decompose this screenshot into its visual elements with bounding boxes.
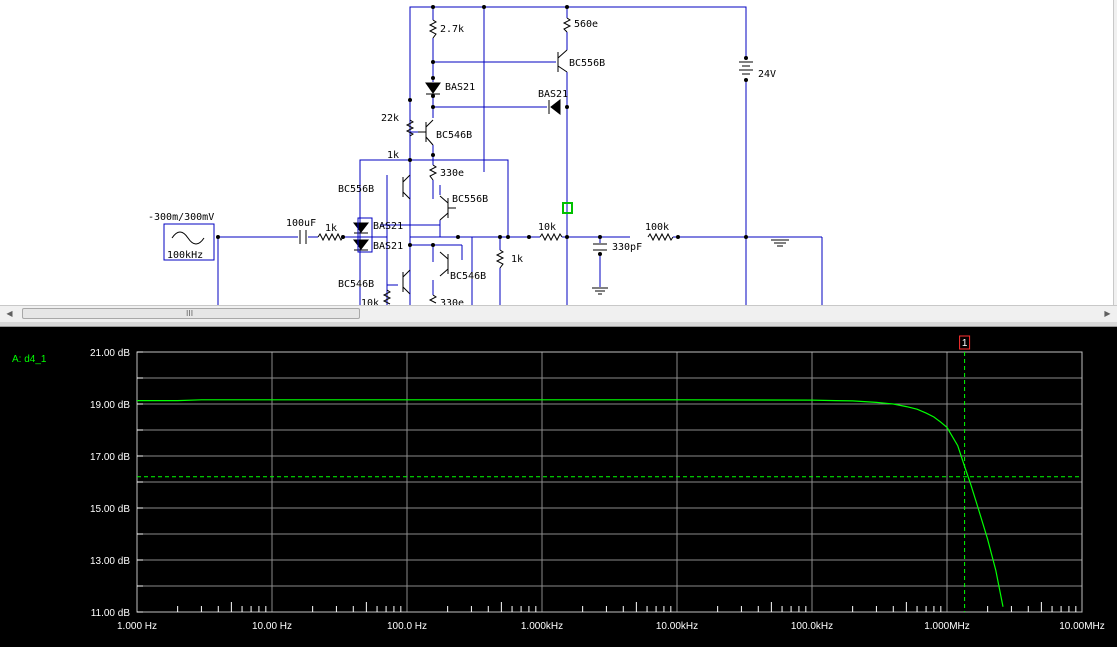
pane-splitter[interactable] <box>0 322 1117 327</box>
scrollbar-thumb[interactable]: III <box>22 308 360 319</box>
r-100k-label: 100k <box>645 222 669 233</box>
plot-grid <box>136 351 1083 613</box>
r-330e-top-label: 330e <box>440 168 464 179</box>
y-tick-label: 19.00 dB <box>90 400 130 411</box>
r-22k-label: 22k <box>381 113 399 124</box>
source-amplitude-label: -300m/300mV <box>148 212 214 223</box>
r-330e-bottom-label: 330e <box>440 298 464 305</box>
x-axis-labels: 1.000 Hz 10.00 Hz 100.0 Hz 1.000kHz 10.00kHz… <box>117 621 1105 632</box>
d-bas21-a-label: BAS21 <box>445 82 475 93</box>
y-tick-label: 13.00 dB <box>90 556 130 567</box>
probe-marker[interactable] <box>562 202 573 214</box>
x-tick-label: 1.000MHz <box>924 621 970 632</box>
x-tick-label: 10.00 Hz <box>252 621 292 632</box>
x-tick-label: 100.0kHz <box>791 621 833 632</box>
bode-plot: A: d4_1 21.00 dB 19.00 dB 17.00 dB 15.00 dB… <box>12 335 1105 632</box>
trace-d4-1 <box>137 399 1004 607</box>
c-330pf-label: 330pF <box>612 242 642 253</box>
y-tick-label: 11.00 dB <box>91 608 131 619</box>
r-1k-in-label: 1k <box>325 223 337 234</box>
q-bc556b-left-label: BC556B <box>338 184 374 195</box>
supply-label: 24V <box>758 69 776 80</box>
q-bc556b-right-label: BC556B <box>452 194 488 205</box>
plot-traces <box>137 399 1004 607</box>
schematic-drawing: -300m/300mV 100kHz 2.7k 560e BC556B BAS2… <box>148 5 823 305</box>
r-1k-right-label: 1k <box>511 254 523 265</box>
d-bas21-d-label: BAS21 <box>373 241 403 252</box>
d-bas21-c-label: BAS21 <box>373 221 403 232</box>
r-2k7-label: 2.7k <box>440 24 464 35</box>
analysis-plot-pane[interactable]: A: d4_1 21.00 dB 19.00 dB 17.00 dB 15.00 dB… <box>0 327 1117 647</box>
x-tick-label: 10.00kHz <box>656 621 698 632</box>
q-bc546b-top-label: BC546B <box>436 130 472 141</box>
r-10k-out-label: 10k <box>538 222 556 233</box>
schematic-canvas[interactable]: -300m/300mV 100kHz 2.7k 560e BC556B BAS2… <box>0 0 1117 305</box>
plot-ticks <box>137 351 1077 613</box>
x-tick-label: 1.000kHz <box>521 621 563 632</box>
q-bc556b-top-label: BC556B <box>569 58 605 69</box>
x-tick-label: 100.0 Hz <box>387 621 427 632</box>
q-bc546b-left-label: BC546B <box>338 279 374 290</box>
y-tick-label: 17.00 dB <box>90 452 130 463</box>
scroll-left-arrow-icon[interactable]: ◀ <box>6 309 13 318</box>
y-axis-labels: 21.00 dB 19.00 dB 17.00 dB 15.00 dB 13.00 dB… <box>90 348 130 619</box>
r-1k-top-label: 1k <box>387 150 399 161</box>
x-tick-label: 1.000 Hz <box>117 621 157 632</box>
d-bas21-b-label: BAS21 <box>538 89 568 100</box>
y-tick-label: 15.00 dB <box>90 504 130 515</box>
cursor-group[interactable]: 1 <box>137 335 1082 612</box>
cursor-flag[interactable] <box>959 335 971 350</box>
horizontal-scrollbar[interactable]: ◀ III ▶ <box>0 305 1117 322</box>
r-10k-bottom-label: 10k <box>361 298 379 305</box>
q-bc546b-right-label: BC546B <box>450 271 486 282</box>
c-100uf-label: 100uF <box>286 218 316 229</box>
cursor-flag-label: 1 <box>962 338 968 349</box>
scrollbar-grip: III <box>186 309 194 318</box>
trace-label: A: d4_1 <box>12 354 47 365</box>
x-tick-label: 10.00MHz <box>1059 621 1105 632</box>
r-560e-label: 560e <box>574 19 598 30</box>
scroll-right-arrow-icon[interactable]: ▶ <box>1104 309 1111 318</box>
y-tick-label: 21.00 dB <box>90 348 130 359</box>
source-frequency-label: 100kHz <box>167 250 203 261</box>
vertical-scrollbar[interactable] <box>1113 0 1117 305</box>
